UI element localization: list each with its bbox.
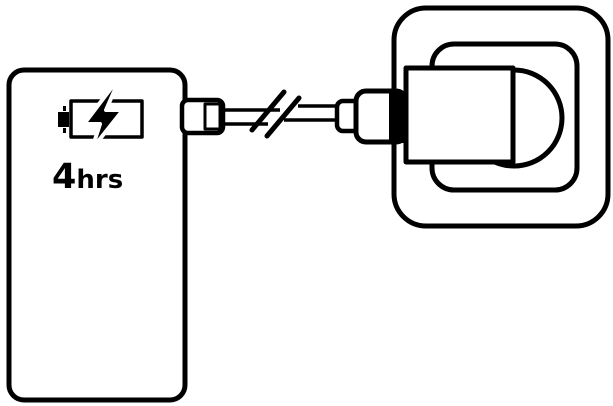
charger-plug	[334, 88, 409, 145]
charge-time-value: 4	[52, 157, 77, 197]
lightning-bolt-icon	[82, 85, 125, 151]
cable-break-icon	[249, 89, 302, 139]
wall-charger-icon	[403, 65, 516, 165]
device-plug	[179, 97, 226, 136]
charge-time-label: 4hrs	[52, 160, 172, 195]
charge-time-unit: hrs	[76, 165, 124, 195]
device-body	[6, 67, 188, 403]
